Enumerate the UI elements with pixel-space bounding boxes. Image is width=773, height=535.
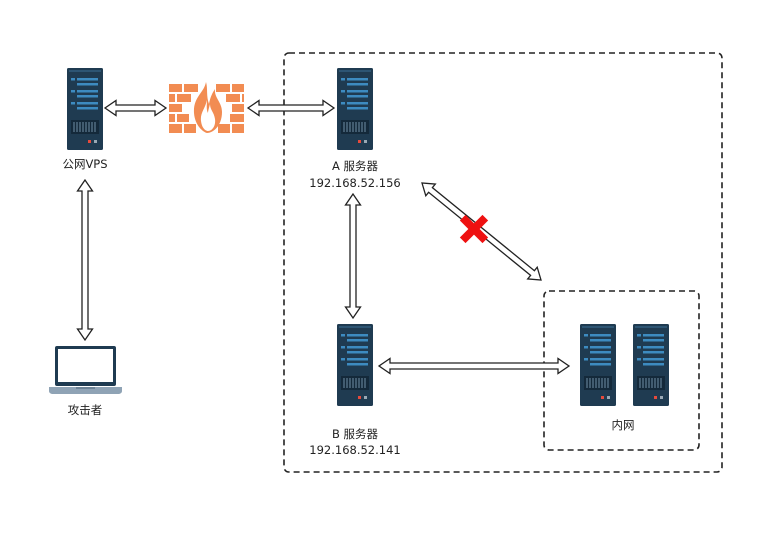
- vps-server-icon: [66, 67, 104, 151]
- server-a-name: A 服务器: [331, 159, 379, 173]
- attacker-label: 攻击者: [67, 403, 103, 417]
- intranet-server-2-icon: [632, 323, 670, 407]
- server-a-ip: 192.168.52.156: [309, 176, 401, 190]
- intranet-label: 内网: [611, 418, 635, 432]
- server-b-ip: 192.168.52.141: [309, 443, 401, 457]
- laptop-icon: [49, 346, 122, 394]
- blocked-x-icon: [459, 214, 489, 244]
- arrow-vps-firewall: [103, 99, 168, 117]
- intranet-boundary: [543, 290, 700, 451]
- dmz-boundary: [283, 52, 723, 473]
- arrow-firewall-server-a: [246, 99, 336, 117]
- server-b-name: B 服务器: [331, 427, 379, 441]
- vps-label: 公网VPS: [62, 157, 108, 171]
- arrow-vps-attacker: [76, 178, 94, 342]
- intranet-server-1-icon: [579, 323, 617, 407]
- firewall-icon: [169, 82, 244, 133]
- arrow-server-a-server-b: [344, 192, 362, 320]
- arrow-server-b-intranet: [377, 357, 571, 375]
- server-a-icon: [336, 67, 374, 151]
- server-b-icon: [336, 323, 374, 407]
